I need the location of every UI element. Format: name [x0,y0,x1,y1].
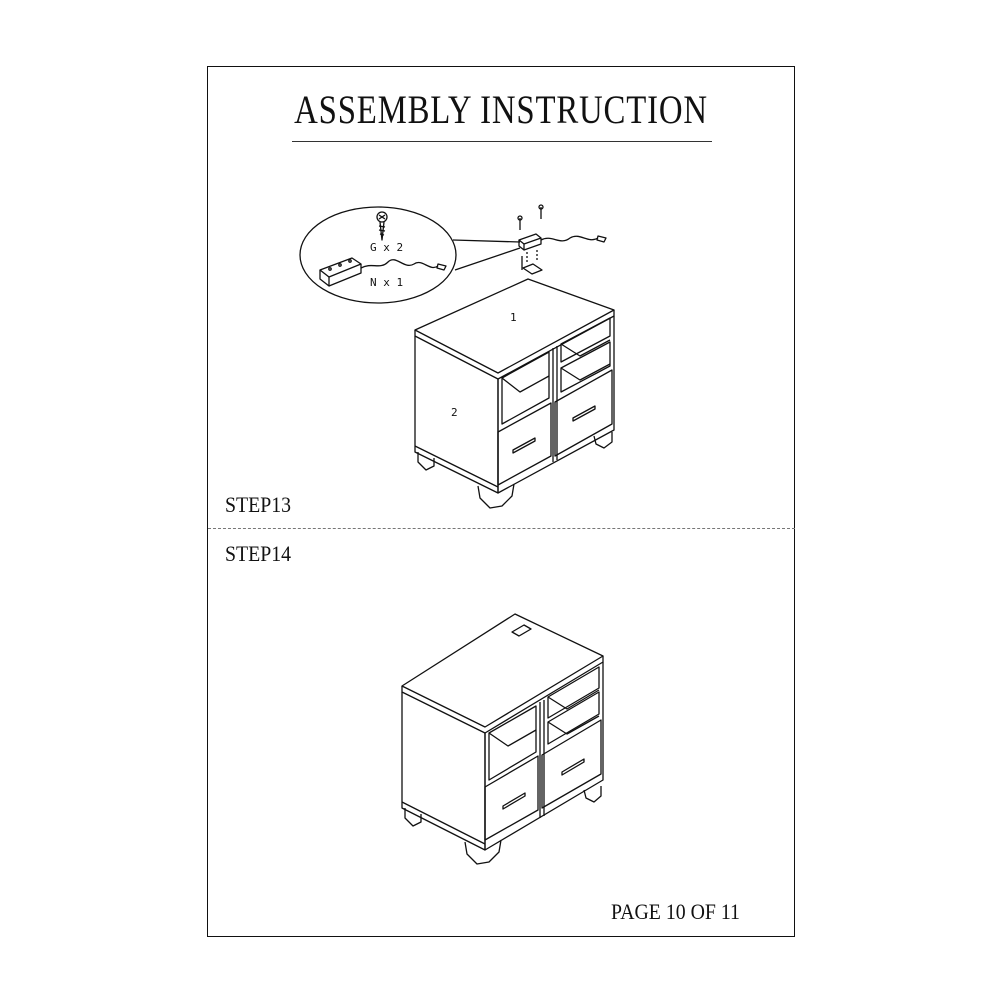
page-title: ASSEMBLY INSTRUCTION [294,87,708,132]
step14-label: STEP14 [225,541,292,566]
cable-cutout [521,250,543,275]
screw-icon [517,204,544,230]
title-underline [292,141,712,142]
part-number-top: 1 [510,311,517,324]
page-border [207,66,795,937]
screw-quantity: G x 2 [370,241,403,254]
cabinet-step13 [414,278,615,509]
power-strip-icon [518,233,607,251]
power-strip-quantity: N x 1 [370,276,403,289]
part-number-side: 2 [451,406,458,419]
power-strip-icon [319,257,447,287]
cable-cutout [511,624,532,637]
cabinet-step14 [401,613,604,865]
hardware-callout: G x 2 N x 1 [299,206,521,304]
page-number: PAGE 10 OF 11 [611,899,740,924]
step-divider [208,528,795,529]
screw-icon [376,211,388,241]
step13-label: STEP13 [225,492,292,517]
